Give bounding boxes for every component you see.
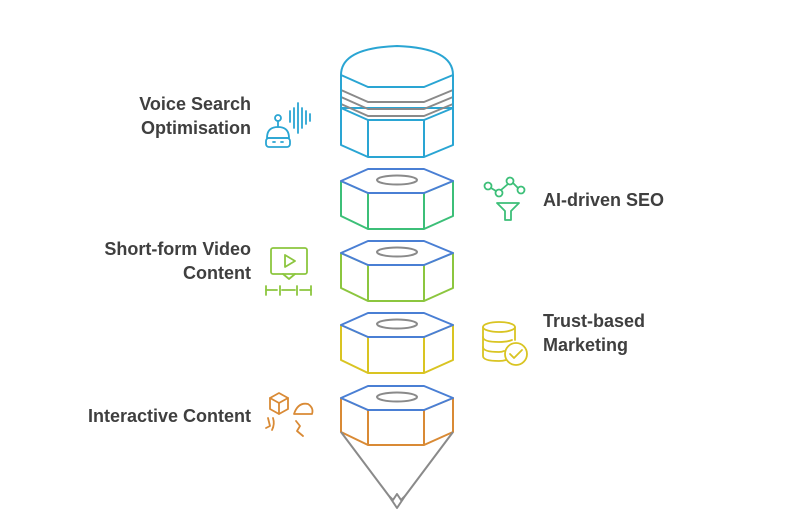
label-short-form-video: Short-form Video Content <box>62 237 251 285</box>
voice-layer-band-gray-1 <box>340 89 454 103</box>
voice-layer-band-bottom <box>340 107 454 121</box>
voice-assistant-robot-icon <box>265 102 311 148</box>
label-voice-search: Voice Search Optimisation <box>92 92 251 140</box>
label-ai-driven-seo-line1: AI-driven SEO <box>543 190 665 210</box>
stack-layer-voice <box>340 45 454 158</box>
label-short-form-video-line2: Content <box>183 263 251 283</box>
voice-layer-dome <box>340 45 454 88</box>
label-trust-based-line2: Marketing <box>543 335 629 355</box>
ai-layer-hole <box>376 174 418 186</box>
interactive-layer-hole <box>376 391 418 403</box>
label-ai-driven-seo: AI-driven SEO <box>543 188 743 212</box>
stack-layer-ai <box>340 168 454 230</box>
voice-layer-band-gray-3 <box>340 103 454 117</box>
label-voice-search-line1: Voice Search <box>139 94 251 114</box>
stack-tip <box>340 431 454 509</box>
stack-layer-trust <box>340 312 454 374</box>
video-timeline-icon <box>265 247 312 296</box>
database-check-icon <box>482 321 528 366</box>
video-layer-hole <box>376 246 418 258</box>
label-trust-based-line1: Trust-based <box>543 311 646 331</box>
label-interactive-content-line1: Interactive Content <box>87 406 251 426</box>
label-interactive-content: Interactive Content <box>42 404 251 428</box>
stack-layer-interactive <box>340 385 454 446</box>
voice-layer-band-gray-2 <box>340 96 454 110</box>
label-voice-search-line2: Optimisation <box>140 118 251 138</box>
interactive-shapes-icon <box>265 392 314 437</box>
network-funnel-icon <box>483 176 526 221</box>
tip-cone <box>340 431 454 497</box>
tip-point <box>388 493 406 509</box>
label-trust-based: Trust-based Marketing <box>543 309 743 357</box>
stack-layer-video <box>340 240 454 302</box>
trust-layer-hole <box>376 318 418 330</box>
label-short-form-video-line1: Short-form Video <box>104 239 251 259</box>
